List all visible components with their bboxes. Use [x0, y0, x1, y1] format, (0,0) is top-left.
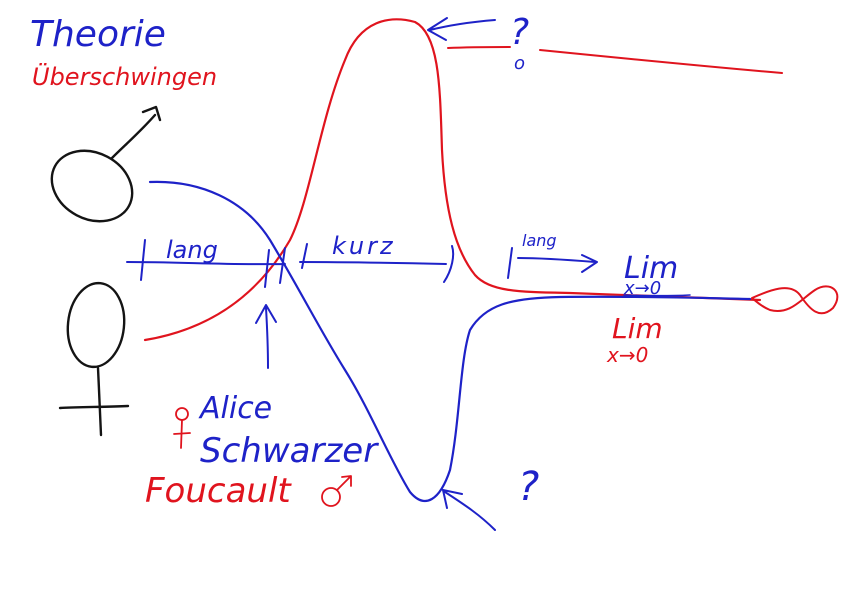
red-overshoot-curve — [143, 18, 762, 342]
small-male-symbol-icon — [321, 475, 352, 507]
tick-mark-3 — [279, 247, 286, 284]
red-top-line-long — [539, 49, 783, 74]
tick-mark-4 — [301, 243, 308, 269]
question-mark-top-dot: o — [514, 53, 525, 74]
label-short: kurz — [332, 232, 396, 260]
name-foucault: Foucault — [145, 471, 292, 511]
infinity-icon — [751, 285, 839, 315]
tick-mark-6 — [507, 247, 513, 279]
question-mark-top: ? — [510, 12, 529, 53]
limit-blue-subscript: x→0 — [623, 278, 661, 299]
question-mark-bottom: ? — [518, 464, 539, 510]
female-symbol-icon — [58, 281, 130, 437]
trough-arrow — [442, 489, 496, 531]
name-schwarzer: Schwarzer — [200, 431, 379, 471]
limit-blue-label: Lim — [624, 251, 678, 286]
blue-time-axis-left — [126, 261, 286, 266]
tick-mark-1 — [140, 239, 146, 281]
crossing-arrow — [255, 304, 277, 369]
tick-mark-5 — [443, 245, 455, 283]
overshoot-label: Überschwingen — [32, 62, 217, 91]
blue-time-axis-right — [517, 254, 598, 273]
blue-time-axis-middle — [299, 261, 447, 265]
tick-mark-2 — [264, 249, 270, 288]
label-long-right: lang — [522, 231, 557, 250]
limit-red-label: Lim — [612, 312, 663, 345]
red-top-line — [447, 46, 511, 49]
blue-undershoot-curve — [148, 180, 752, 503]
small-female-symbol-icon — [173, 407, 191, 449]
limit-underline — [623, 294, 691, 297]
label-long-left: lang — [166, 236, 218, 264]
limit-red-subscript: x→0 — [606, 343, 648, 367]
name-alice: Alice — [198, 391, 272, 426]
peak-arrow — [427, 17, 496, 41]
male-symbol-icon — [50, 105, 162, 223]
theory-label: Theorie — [30, 14, 166, 55]
